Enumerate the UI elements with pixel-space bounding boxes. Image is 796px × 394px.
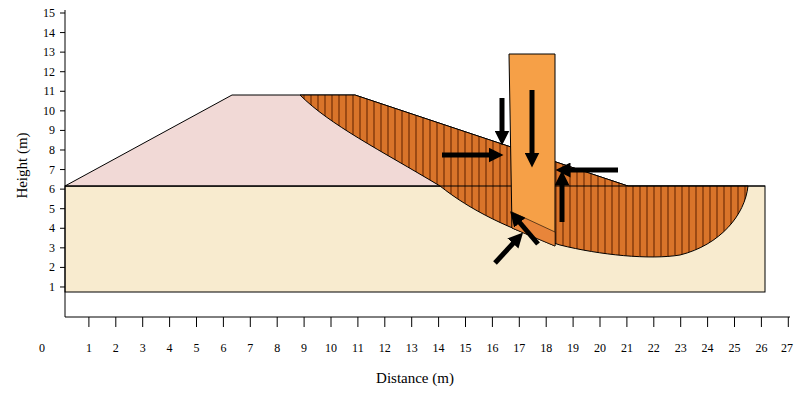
axis-title: Distance (m) — [376, 371, 454, 386]
y-tick-label: 4 — [49, 222, 55, 234]
tick-mark — [223, 317, 224, 327]
x-tick-label: 16 — [486, 342, 498, 354]
x-tick-label: 6 — [220, 342, 226, 354]
y-tick-label: 5 — [49, 203, 55, 215]
tick-mark — [384, 317, 385, 327]
x-tick-label: 25 — [729, 342, 741, 354]
tick-mark — [115, 317, 116, 327]
tick-mark — [788, 317, 789, 327]
tick-mark — [438, 317, 439, 327]
tick-mark — [88, 317, 89, 327]
tick-mark — [60, 130, 65, 131]
x-tick-label: 5 — [194, 342, 200, 354]
axes — [60, 10, 790, 327]
x-tick-label: 10 — [325, 342, 337, 354]
tick-mark — [196, 317, 197, 327]
x-tick-label: 19 — [567, 342, 579, 354]
tick-mark — [142, 317, 143, 327]
tick-mark — [761, 317, 762, 327]
x-tick-label: 20 — [594, 342, 606, 354]
tick-mark — [626, 317, 627, 327]
slice — [509, 54, 555, 246]
tick-mark — [60, 91, 65, 92]
tick-mark — [60, 52, 65, 53]
tick-mark — [60, 110, 65, 111]
tick-mark — [411, 317, 412, 327]
tick-mark — [680, 317, 681, 327]
x-tick-label: 15 — [460, 342, 472, 354]
tick-mark — [60, 32, 65, 33]
axis-title: Height (m) — [15, 132, 30, 198]
x-tick-label: 7 — [247, 342, 253, 354]
tick-mark — [492, 317, 493, 327]
y-tick-label: 7 — [49, 164, 55, 176]
y-tick-label: 14 — [43, 27, 55, 39]
y-tick-label: 13 — [43, 46, 55, 58]
force-arrows — [442, 90, 618, 263]
x-tick-label: 17 — [513, 342, 525, 354]
x-tick-label: 24 — [702, 342, 714, 354]
y-tick-label: 2 — [49, 261, 55, 273]
tick-mark — [707, 317, 708, 327]
y-tick-label: 11 — [43, 85, 55, 97]
tick-mark — [60, 149, 65, 150]
x-tick-label: 12 — [379, 342, 391, 354]
tick-mark — [60, 169, 65, 170]
tick-mark — [331, 317, 332, 327]
tick-mark — [653, 317, 654, 327]
x-tick-label: 13 — [406, 342, 418, 354]
x-tick-label: 22 — [648, 342, 660, 354]
x-tick-label: 8 — [274, 342, 280, 354]
y-tick-label: 9 — [49, 124, 55, 136]
x-tick-label: 0 — [39, 342, 45, 354]
y-tick-label: 15 — [43, 7, 55, 19]
x-tick-label: 21 — [621, 342, 633, 354]
tick-mark — [734, 317, 735, 327]
x-tick-label: 18 — [540, 342, 552, 354]
tick-mark — [250, 317, 251, 327]
tick-mark — [60, 247, 65, 248]
x-tick-label: 26 — [755, 342, 767, 354]
tick-mark — [60, 13, 65, 14]
tick-mark — [60, 228, 65, 229]
x-tick-label: 1 — [86, 342, 92, 354]
y-tick-label: 6 — [49, 183, 55, 195]
tick-mark — [573, 317, 574, 327]
x-tick-label: 2 — [113, 342, 119, 354]
x-tick-label: 3 — [140, 342, 146, 354]
x-tick-label: 27 — [781, 342, 793, 354]
x-tick-label: 23 — [675, 342, 687, 354]
y-tick-label: 10 — [43, 105, 55, 117]
tick-mark — [60, 208, 65, 209]
tick-mark — [519, 317, 520, 327]
tick-mark — [304, 317, 305, 327]
y-tick-label: 1 — [49, 281, 55, 293]
tick-mark — [60, 189, 65, 190]
x-tick-label: 11 — [352, 342, 364, 354]
y-tick-label: 12 — [43, 66, 55, 78]
x-tick-label: 14 — [433, 342, 445, 354]
y-tick-label: 3 — [49, 242, 55, 254]
tick-mark — [277, 317, 278, 327]
tick-mark — [60, 267, 65, 268]
x-tick-label: 4 — [167, 342, 173, 354]
tick-mark — [546, 317, 547, 327]
tick-mark — [60, 286, 65, 287]
tick-mark — [600, 317, 601, 327]
x-tick-label: 9 — [301, 342, 307, 354]
tick-mark — [357, 317, 358, 327]
tick-mark — [60, 71, 65, 72]
tick-mark — [169, 317, 170, 327]
y-tick-label: 8 — [49, 144, 55, 156]
tick-mark — [465, 317, 466, 327]
